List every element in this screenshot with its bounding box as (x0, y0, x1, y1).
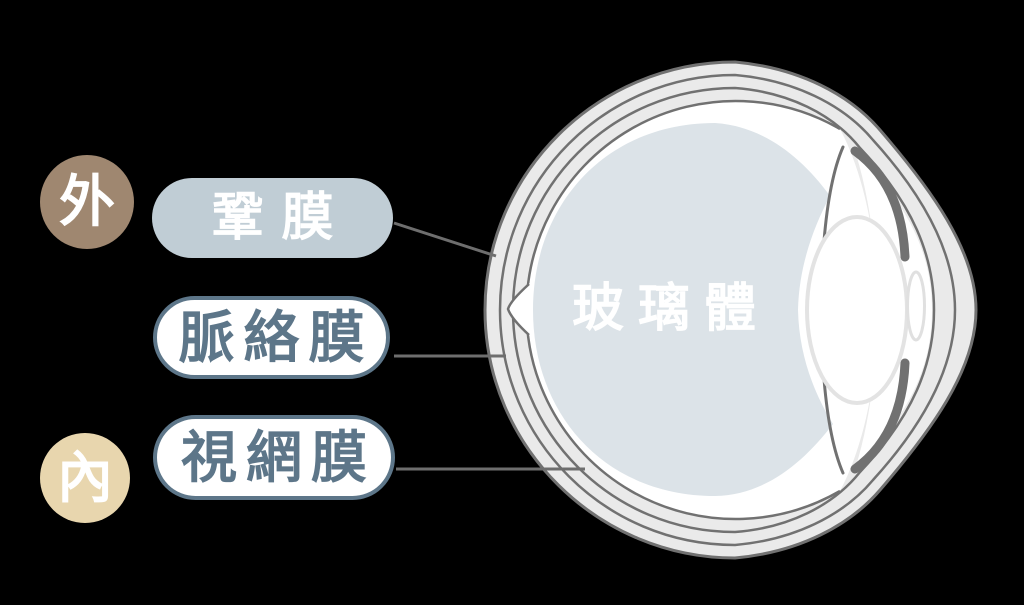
inner-layer-badge: 內 (40, 433, 130, 523)
sclera-connector-line (393, 221, 497, 258)
outer-layer-badge-label: 外 (59, 170, 115, 233)
ora-serrata-notch (507, 282, 531, 337)
sclera-label: 鞏膜 (211, 189, 352, 247)
retina-label-pill: 視網膜 (153, 415, 395, 500)
iris-bottom (850, 358, 910, 474)
ora-serrata-notch-line (506, 283, 530, 336)
sclera-label-pill: 鞏膜 (152, 178, 393, 258)
outer-layer-badge: 外 (40, 155, 134, 249)
lens (805, 215, 909, 405)
retina-label: 視網膜 (181, 425, 376, 489)
choroid-label-pill: 脈絡膜 (153, 296, 390, 379)
ciliary-line-bottom (822, 377, 845, 475)
vitreous-label: 玻璃體 (572, 280, 770, 338)
choroid-label: 脈絡膜 (178, 305, 374, 369)
ciliary-line-top (822, 145, 845, 243)
vitreous-body (533, 123, 833, 496)
pupil-opening (906, 270, 926, 342)
inner-layer-badge-label: 內 (57, 446, 113, 509)
iris-top (850, 146, 910, 262)
